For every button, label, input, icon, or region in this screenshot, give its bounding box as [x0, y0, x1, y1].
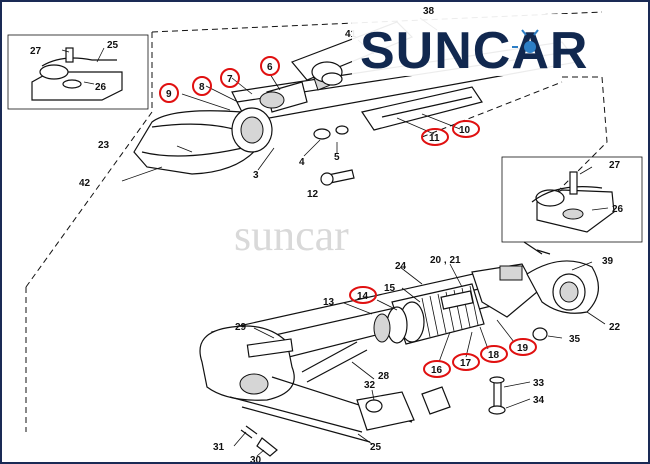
highlight-ring-6	[260, 56, 280, 76]
callout-5: 5	[334, 152, 340, 163]
frame-line-left	[25, 111, 153, 432]
logo-text: SUNCAR	[360, 22, 588, 80]
callout-15: 15	[384, 283, 396, 294]
highlight-ring-17	[452, 353, 480, 371]
highlight-ring-16	[423, 360, 451, 378]
callout-13: 13	[323, 297, 335, 308]
callout-22: 22	[609, 322, 621, 333]
frame-line-right	[421, 76, 608, 193]
callout-4: 4	[299, 157, 305, 168]
highlight-ring-18	[480, 345, 508, 363]
callout-27-right: 27	[609, 160, 621, 171]
callout-18: 18	[488, 350, 500, 361]
logo-sun-icon	[524, 41, 536, 53]
callout-39: 39	[602, 256, 614, 267]
callout-9: 9	[166, 89, 172, 100]
callout-26-right: 26	[612, 204, 624, 215]
callout-25-bottom: 25	[370, 442, 382, 453]
callout-28: 28	[378, 371, 390, 382]
callout-3: 3	[253, 170, 259, 181]
highlight-ring-9	[159, 83, 179, 103]
highlight-ring-10	[452, 120, 480, 138]
callout-42: 42	[79, 178, 91, 189]
highlight-ring-14	[349, 286, 377, 304]
callout-20-21: 20 , 21	[430, 255, 461, 266]
highlight-ring-19	[509, 338, 537, 356]
callout-19: 19	[517, 343, 529, 354]
highlight-ring-7	[220, 68, 240, 88]
highlight-ring-11	[421, 128, 449, 146]
callout-16: 16	[431, 365, 443, 376]
callout-30: 30	[250, 455, 262, 464]
callout-17: 17	[460, 358, 472, 369]
callout-11: 11	[429, 133, 440, 144]
callout-8: 8	[199, 82, 205, 93]
callout-33: 33	[533, 378, 545, 389]
callout-32: 32	[364, 380, 376, 391]
inset-right	[501, 156, 643, 255]
callout-14: 14	[357, 291, 369, 302]
logo-ray-icon	[512, 29, 539, 48]
callout-34: 34	[533, 395, 545, 406]
callout-29: 29	[235, 322, 247, 333]
inset-top-left	[7, 34, 149, 110]
callout-31: 31	[213, 442, 225, 453]
highlight-ring-8	[192, 76, 212, 96]
callout-7: 7	[227, 74, 233, 85]
watermark: suncar	[234, 211, 349, 260]
callout-10: 10	[459, 125, 471, 136]
callout-35: 35	[569, 334, 581, 345]
callout-24: 24	[395, 261, 407, 272]
callout-38: 38	[423, 6, 435, 17]
callout-23: 23	[98, 140, 110, 151]
callout-6: 6	[267, 62, 273, 73]
lower-cylinder	[199, 260, 606, 457]
callout-26-top: 26	[95, 82, 107, 93]
callout-25-top: 25	[107, 40, 119, 51]
callout-27-top: 27	[30, 46, 42, 57]
suncar-logo: SUNCAR	[352, 14, 647, 80]
callout-12: 12	[307, 189, 319, 200]
callout-41: 41	[345, 29, 357, 40]
